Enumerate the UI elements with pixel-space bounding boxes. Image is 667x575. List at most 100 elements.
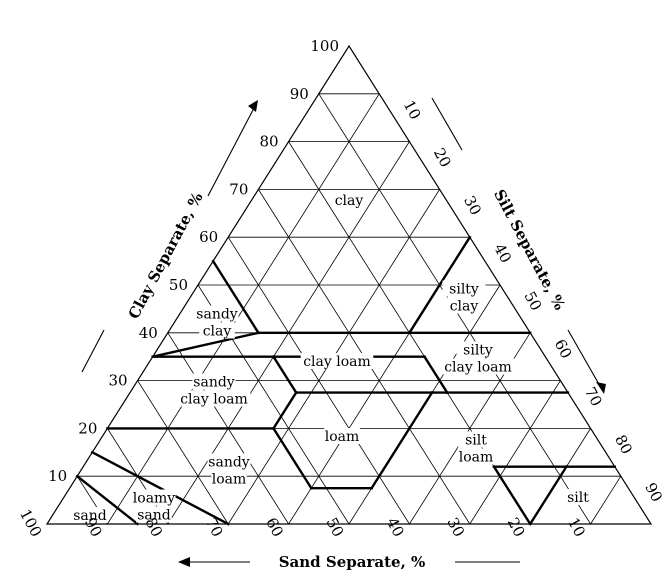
- clay-tick-40: 40: [139, 324, 158, 342]
- sand-tick-70: 70: [202, 515, 227, 540]
- sand-tick-100: 100: [16, 506, 45, 540]
- region-label-bg: [132, 489, 176, 506]
- grid-line-silt-70: [469, 380, 561, 525]
- sand-tick-40: 40: [383, 515, 408, 540]
- region-clay: clay: [331, 192, 367, 209]
- class-boundary: [422, 355, 449, 395]
- clay-tick-30: 30: [109, 372, 128, 390]
- region-label-text: loam: [459, 450, 494, 466]
- grid-line-sand-70: [137, 380, 229, 525]
- sand-tick-30: 30: [443, 515, 468, 540]
- sand-tick-10: 10: [564, 515, 589, 540]
- region-label-bg: [136, 506, 172, 523]
- clay-tick-70: 70: [229, 180, 248, 198]
- region-label-bg: [560, 489, 596, 505]
- region-label-bg: [458, 431, 494, 448]
- triangle-grid: [76, 93, 622, 525]
- sand-tick-20: 20: [504, 515, 529, 540]
- clay-arrow-line: [207, 107, 255, 197]
- region-label-text: clay: [335, 193, 364, 209]
- sand-tick-60: 60: [262, 515, 287, 540]
- region-label-text: sand: [137, 508, 171, 524]
- clay-tick-50: 50: [169, 276, 188, 294]
- class-boundary: [90, 450, 230, 526]
- silt-arrow-tail: [431, 97, 463, 151]
- region-label-text: silt: [567, 490, 589, 506]
- silt-tick-60: 60: [551, 336, 576, 361]
- region-label-text: loam: [212, 472, 247, 488]
- class-boundary: [369, 390, 434, 490]
- clay-tick-60: 60: [199, 228, 218, 246]
- region-label-text: silty: [463, 343, 493, 359]
- silt-tick-90: 90: [641, 480, 666, 505]
- sand-axis-arrow: [178, 557, 520, 567]
- sand-axis-title: Sand Separate, %: [279, 553, 426, 571]
- region-label-bg: [192, 373, 236, 390]
- region-label-text: clay: [203, 324, 232, 340]
- class-boundary: [75, 474, 140, 526]
- clay-arrow-tail: [81, 329, 105, 373]
- region-label-text: clay loam: [444, 360, 512, 376]
- region-label-text: loamy: [133, 491, 176, 507]
- clay-tick-90: 90: [290, 85, 309, 103]
- clay-tick-20: 20: [78, 419, 97, 437]
- sand-tick-50: 50: [323, 515, 348, 540]
- silt-tick-20: 20: [430, 145, 455, 170]
- region-label-text: silt: [465, 433, 487, 449]
- region-label-bg: [441, 358, 515, 375]
- clay-tick-10: 10: [48, 467, 67, 485]
- class-boundary: [492, 464, 532, 526]
- region-label-text: clay: [450, 299, 479, 315]
- silt-axis-arrow: [431, 97, 606, 394]
- region-label-bg: [195, 305, 239, 322]
- clay-arrow-head: [248, 100, 258, 112]
- region-silt: silt: [560, 489, 596, 506]
- class-boundary: [271, 390, 298, 431]
- region-label-text: sandy: [208, 455, 250, 471]
- class-boundary: [407, 235, 472, 335]
- region-label-bg: [199, 322, 235, 339]
- class-boundary: [151, 331, 260, 359]
- grid-line-silt-90: [590, 475, 622, 525]
- region-label-text: loam: [325, 429, 360, 445]
- region-label-bg: [72, 507, 108, 523]
- region-label-bg: [324, 428, 360, 444]
- texture-class-boundaries: [75, 235, 616, 526]
- silt-arrow-line: [567, 329, 601, 387]
- silt-tick-30: 30: [460, 193, 485, 218]
- silt-arrow-head: [596, 382, 606, 394]
- class-boundary: [528, 464, 569, 526]
- silt-tick-10: 10: [400, 97, 425, 122]
- region-label-text: clay loam: [180, 392, 248, 408]
- clay-tick-100: 100: [310, 37, 339, 55]
- class-boundary: [211, 259, 261, 335]
- region-label-text: sand: [73, 508, 107, 524]
- region-loam: loam: [324, 428, 360, 445]
- region-sand: sand: [72, 507, 108, 524]
- region-label-bg: [442, 280, 486, 297]
- sand-arrow-head: [178, 557, 190, 567]
- class-boundary: [271, 355, 298, 395]
- silt-tick-40: 40: [490, 241, 515, 266]
- region-label-bg: [207, 453, 251, 470]
- region-label-text: silty: [449, 282, 479, 298]
- region-label-bg: [177, 390, 251, 407]
- clay-axis-arrow: [81, 100, 258, 373]
- triangle-outline: [45, 44, 653, 525]
- region-label-bg: [458, 448, 494, 465]
- silt-tick-80: 80: [611, 432, 636, 457]
- triangle-border: [45, 44, 653, 525]
- region-label-text: sandy: [193, 375, 235, 391]
- region-label-bg: [456, 341, 500, 358]
